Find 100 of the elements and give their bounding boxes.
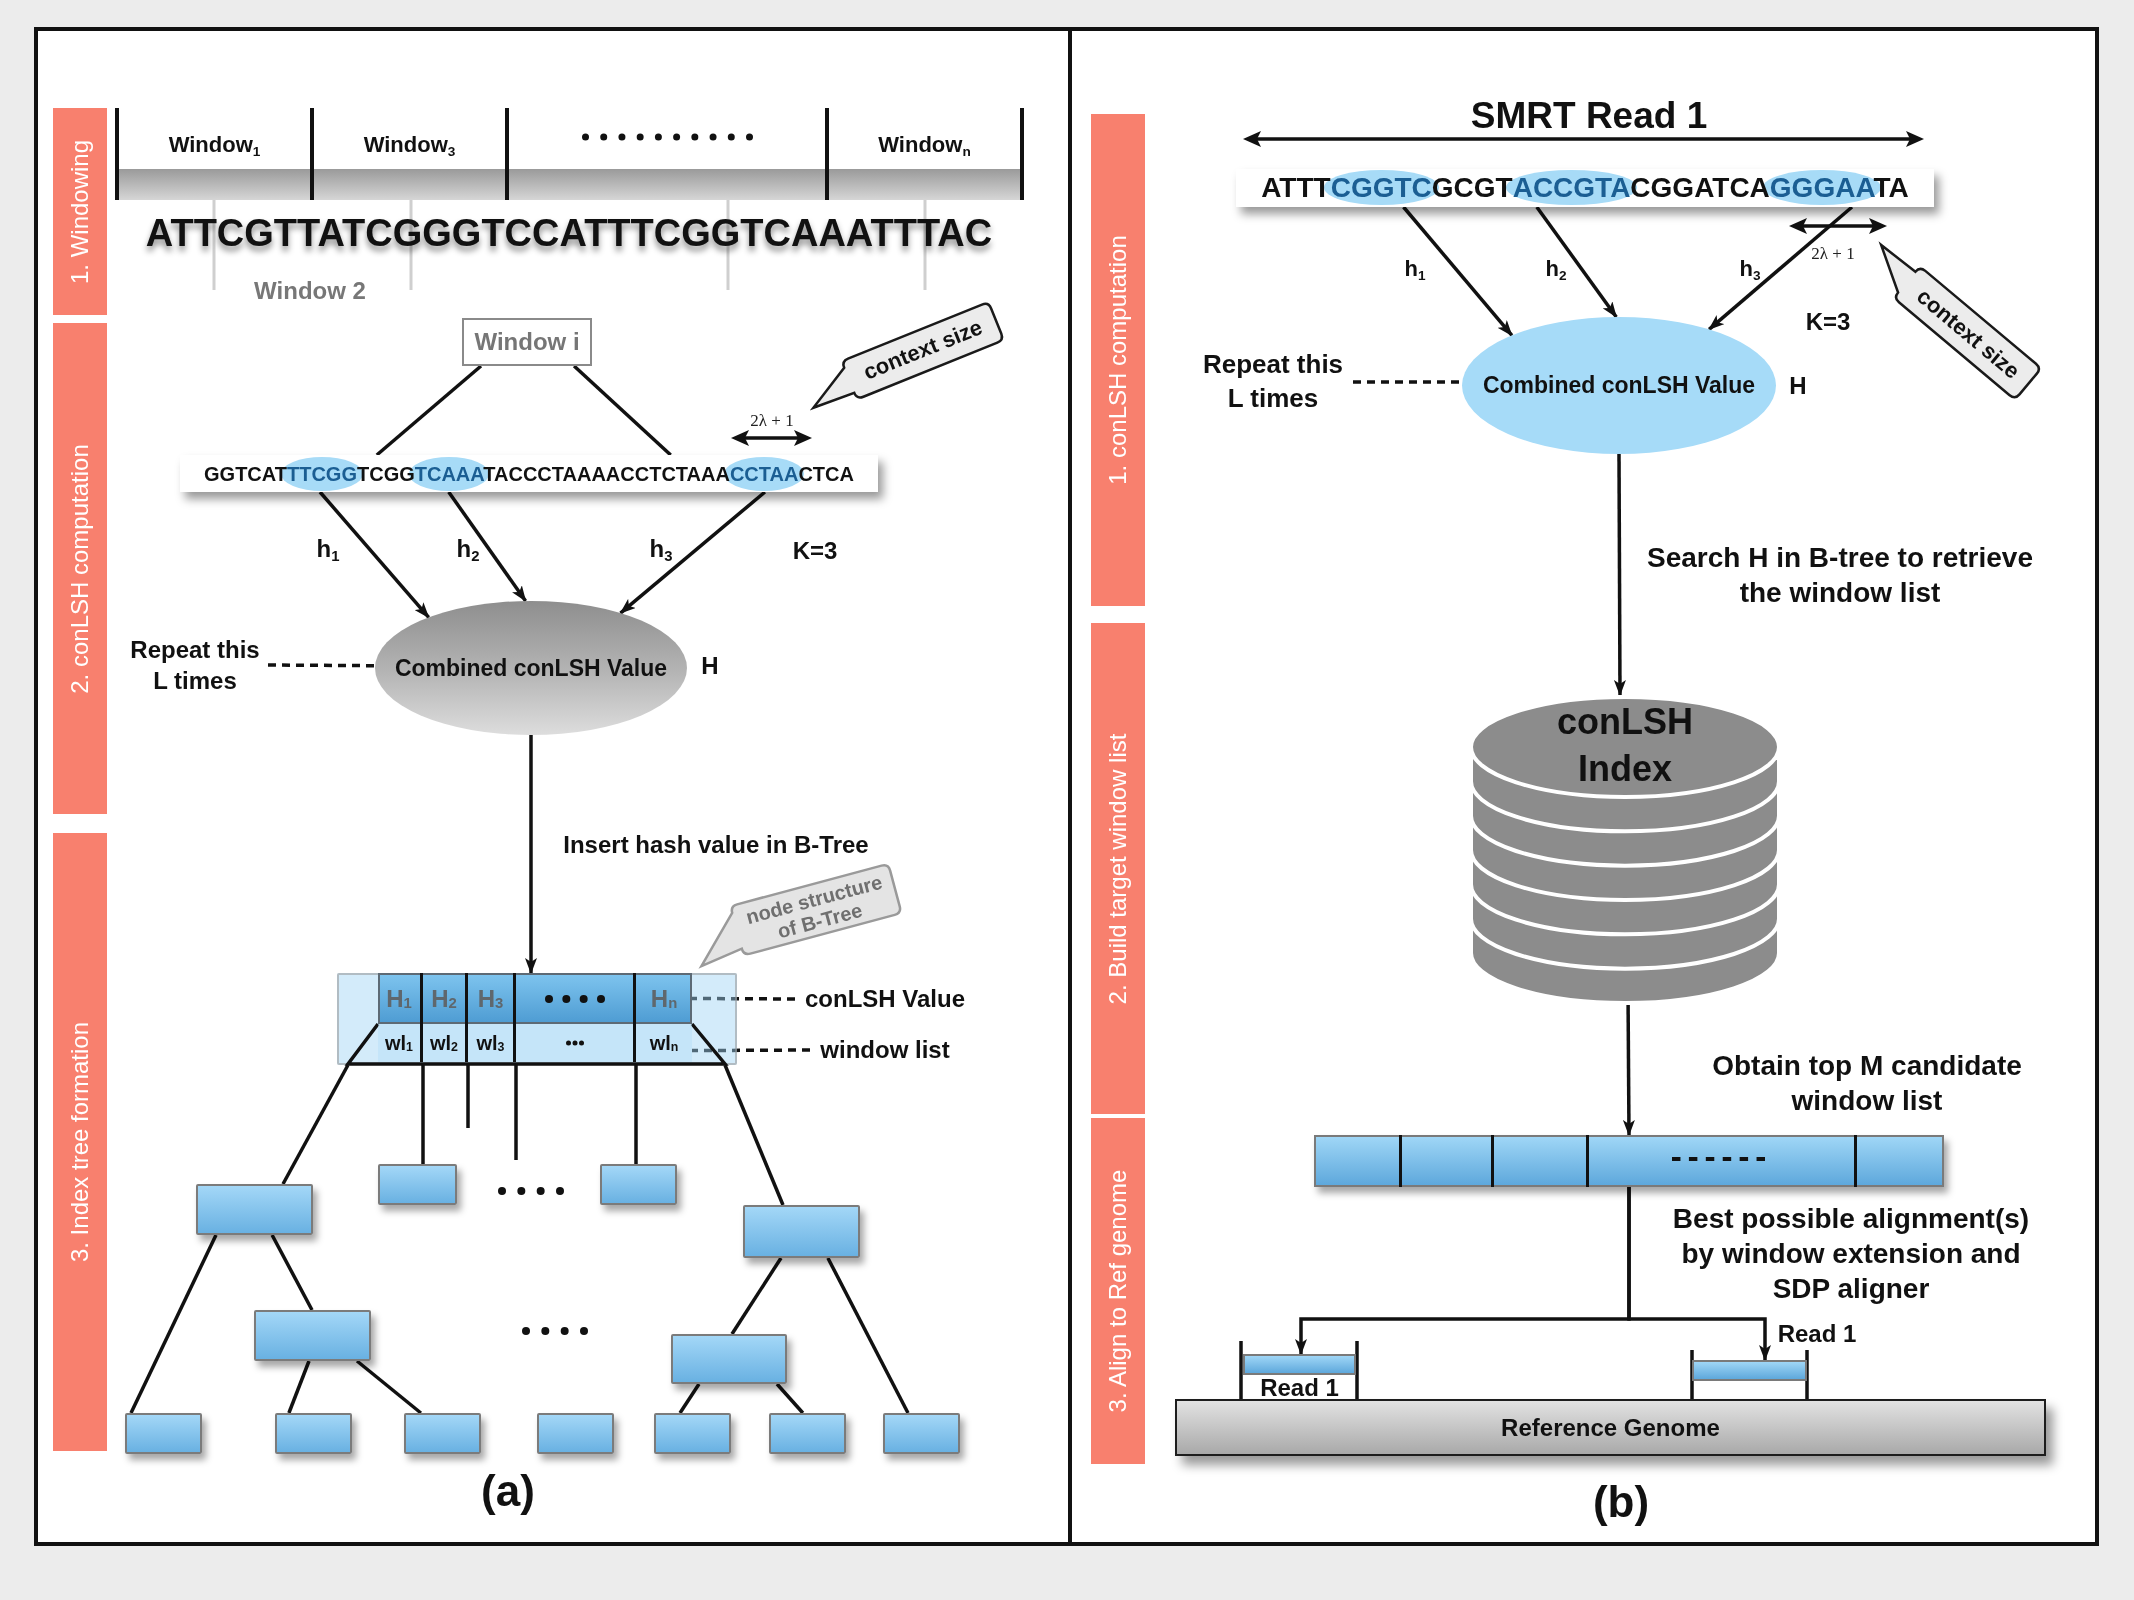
connector-line bbox=[775, 1382, 805, 1415]
math-formula: 2λ + 1 bbox=[1811, 244, 1855, 264]
step-band bbox=[53, 833, 107, 1451]
tree-node-box bbox=[654, 1413, 731, 1454]
annotation-text: Repeat this L times bbox=[1193, 350, 1353, 414]
arrow bbox=[525, 735, 537, 974]
arrow bbox=[1622, 1005, 1635, 1136]
connector-line bbox=[466, 1065, 470, 1128]
edge-label: h$_{2}$ bbox=[1545, 256, 1567, 282]
connector-line bbox=[730, 1257, 783, 1335]
connector-line bbox=[421, 1065, 425, 1164]
annotation-text: conLSH Value bbox=[795, 985, 975, 1013]
window-list-key: wl$_{1}$ bbox=[378, 1024, 423, 1062]
hash-key: H$_{1}$ bbox=[378, 973, 423, 1024]
window-label: Window$_{n}$ bbox=[878, 132, 971, 157]
leader-line bbox=[268, 663, 376, 668]
dna-sequence: ATTTCGGTCGCGTACCGTACGGATCAGGGAATA bbox=[1260, 171, 1910, 206]
edge-label: h$_{3}$ bbox=[1739, 256, 1761, 282]
step-label: 1. Windowing bbox=[66, 139, 94, 284]
window-list-key: wl$_{n}$ bbox=[636, 1024, 692, 1062]
hash-key: H$_{3}$ bbox=[468, 973, 516, 1024]
step-band bbox=[53, 323, 107, 814]
window-track bbox=[115, 108, 1024, 200]
connector-line bbox=[270, 1234, 314, 1311]
tree-node-box bbox=[537, 1413, 614, 1454]
connector-line bbox=[572, 364, 672, 457]
connector-line bbox=[129, 1234, 218, 1414]
side-label: H bbox=[1789, 372, 1807, 400]
genome-label: Reference Genome bbox=[1501, 1413, 1720, 1442]
arrow bbox=[447, 491, 528, 602]
window-label: Window 2 bbox=[254, 277, 366, 305]
hash-key: H$_{n}$ bbox=[636, 973, 692, 1024]
arrow bbox=[619, 490, 767, 615]
tree-node-box bbox=[404, 1413, 481, 1454]
hash-key: H$_{2}$ bbox=[423, 973, 468, 1024]
read-segment bbox=[1692, 1360, 1807, 1381]
tree-node-box bbox=[254, 1310, 371, 1361]
leader-line bbox=[692, 996, 795, 1001]
edge-label: Insert hash value in B-Tree bbox=[563, 831, 869, 859]
window-box bbox=[462, 318, 592, 366]
window-label: Window$_{1}$ bbox=[168, 132, 261, 157]
step-band bbox=[1091, 623, 1145, 1114]
step-label: 3. Index tree formation bbox=[66, 1021, 94, 1263]
connector-line bbox=[375, 364, 483, 457]
step-band bbox=[53, 108, 107, 315]
connector-line bbox=[634, 1065, 638, 1164]
step-band bbox=[1091, 1118, 1145, 1464]
tree-node-box bbox=[378, 1164, 457, 1205]
arrow bbox=[318, 490, 431, 619]
arrow bbox=[1707, 205, 1854, 331]
panel-caption: (a) bbox=[481, 1466, 535, 1516]
step-label: 1. conLSH computation bbox=[1104, 235, 1132, 485]
hash-key-row bbox=[378, 973, 692, 1024]
edge-label: h$_{2}$ bbox=[456, 535, 480, 563]
step-description: Best possible alignment(s) by window extension and SDP aligner bbox=[1671, 1201, 2031, 1306]
side-label: Read 1 bbox=[1777, 1320, 1857, 1348]
edge-label: h$_{1}$ bbox=[316, 535, 340, 563]
arrow bbox=[1613, 454, 1626, 696]
ellipse-label: Combined conLSH Value bbox=[1482, 372, 1756, 399]
connector-line bbox=[514, 1065, 518, 1160]
tree-node-box bbox=[600, 1164, 677, 1205]
parameter-label: K=3 bbox=[1805, 308, 1851, 336]
step-band bbox=[1091, 114, 1145, 606]
dna-sequence: GGTCATTTCGGTCGGTCAAATACCCTAAAACCTCTAAACCTAACTCA bbox=[198, 455, 860, 492]
annotation-text: window list bbox=[810, 1036, 960, 1064]
tree-node-box bbox=[671, 1334, 787, 1384]
edge-label: Obtain top M candidate window list bbox=[1711, 1049, 2023, 1118]
arrow bbox=[1402, 205, 1514, 337]
ellipse-label: Combined conLSH Value bbox=[394, 654, 668, 682]
callout-label: node structure of B-Tree bbox=[742, 869, 886, 945]
tree-node-box bbox=[883, 1413, 960, 1454]
connector-line bbox=[355, 1359, 422, 1415]
window-label: Window$_{3}$ bbox=[363, 132, 456, 157]
tree-node-box bbox=[125, 1413, 202, 1454]
annotation-text: Repeat this L times bbox=[122, 634, 268, 696]
tree-node-box bbox=[743, 1205, 860, 1258]
panel-caption: (b) bbox=[1592, 1477, 1650, 1527]
dna-sequence: ATTCGTTATCGGGTCCATTTCGGTCAAATTTAC bbox=[145, 211, 993, 255]
connector-line bbox=[826, 1257, 910, 1414]
window-list-row bbox=[378, 1024, 692, 1062]
tree-node-box bbox=[769, 1413, 846, 1454]
box-label: Window i bbox=[474, 328, 580, 356]
btree-node-panel bbox=[337, 973, 737, 1065]
connector-line bbox=[287, 1360, 311, 1414]
connector-line bbox=[678, 1383, 701, 1414]
step-label: 2. Build target window list bbox=[1104, 733, 1132, 1004]
window-list-key: wl$_{2}$ bbox=[423, 1024, 468, 1062]
side-label: H bbox=[701, 652, 719, 680]
leader-line bbox=[692, 1048, 810, 1053]
connector-line bbox=[723, 1064, 785, 1206]
candidate-window-list bbox=[1314, 1135, 1944, 1187]
parameter-label: K=3 bbox=[792, 537, 838, 565]
reference-genome-bar bbox=[1175, 1399, 2046, 1456]
read-label: Read 1 bbox=[1260, 1376, 1339, 1400]
arrow bbox=[1535, 205, 1618, 319]
arrow bbox=[1627, 1187, 1771, 1361]
tree-node-box bbox=[196, 1184, 313, 1235]
tree-node-box bbox=[275, 1413, 352, 1454]
step-label: 2. conLSH computation bbox=[66, 443, 94, 694]
edge-label: h$_{3}$ bbox=[649, 535, 673, 563]
